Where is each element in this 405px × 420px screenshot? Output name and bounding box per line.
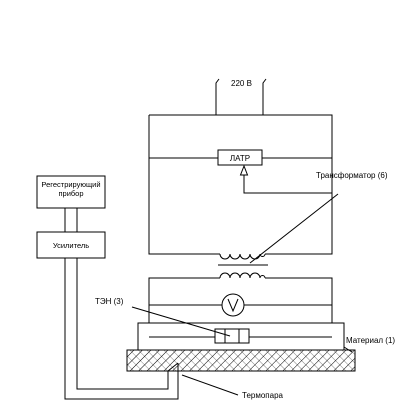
- amplifier-label: Усилитель: [53, 241, 89, 250]
- thermocouple: Термопара: [64, 258, 284, 400]
- heater-label: ТЭН (3): [95, 297, 124, 306]
- latr-wiper-wire: [243, 170, 332, 194]
- latr-wiper-arrow-icon: [239, 164, 249, 176]
- thermocouple-wire-outer: [64, 258, 179, 400]
- heater-element: [214, 328, 250, 344]
- latr-box: [217, 149, 263, 166]
- transformer-label: Трансформатор (6): [316, 171, 388, 180]
- amplifier-box: [36, 231, 106, 259]
- latr-label: ЛАТР: [230, 154, 250, 163]
- primary-circuit: [148, 114, 333, 255]
- transformer-leader-line: [249, 193, 339, 264]
- thermocouple-wire-inner: [76, 258, 179, 390]
- transformer: Трансформатор (6): [218, 171, 388, 279]
- secondary-winding: [219, 272, 266, 279]
- amplifier: Усилитель: [36, 208, 106, 259]
- recording-instrument: Регестрирующий прибор: [36, 175, 106, 209]
- recorder-label-line2: прибор: [58, 189, 83, 198]
- power-supply-terminals: 220 В: [215, 78, 267, 115]
- recorder-label-line1: Регестрирующий: [41, 180, 100, 189]
- recorder-box: [36, 175, 106, 209]
- thermocouple-leader-line: [181, 374, 239, 396]
- material-leader-line: [343, 346, 353, 353]
- material-label: Материал (1): [346, 336, 395, 345]
- voltmeter: [221, 293, 245, 317]
- latr-autotransformer: ЛАТР: [217, 149, 332, 194]
- heater-assembly: ТЭН (3): [95, 297, 345, 351]
- thermocouple-label: Термопара: [242, 391, 284, 400]
- primary-winding: [219, 253, 266, 260]
- heater-leader-line: [131, 306, 231, 337]
- supply-voltage-label: 220 В: [231, 79, 252, 88]
- material-layer: Материал (1): [126, 336, 395, 372]
- voltmeter-v-icon: [227, 298, 239, 313]
- secondary-circuit: V: [148, 277, 333, 347]
